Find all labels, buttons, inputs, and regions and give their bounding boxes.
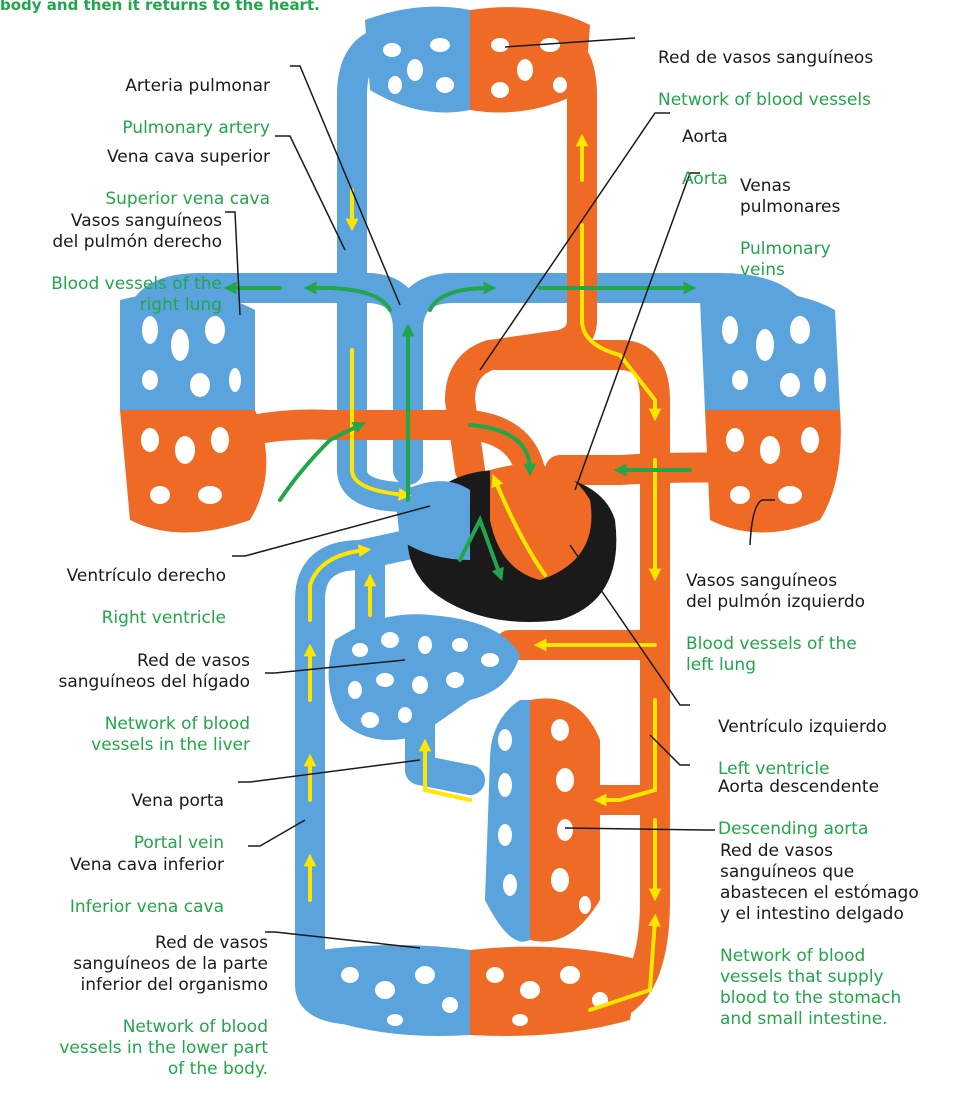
label-en: Pulmonary veins xyxy=(740,239,840,281)
label-es: Red de vasos sanguíneos xyxy=(658,48,873,69)
label-es: Vasos sanguíneos del pulmón izquierdo xyxy=(686,571,865,613)
bottom-capillary-network xyxy=(320,945,640,1036)
label-es: Vena cava inferior xyxy=(70,855,224,876)
label-right-lung-vessels: Vasos sanguíneos del pulmón derecho Bloo… xyxy=(51,190,222,337)
liver-network xyxy=(329,614,520,740)
label-en: Aorta xyxy=(682,169,728,190)
left-lung-network xyxy=(700,292,841,533)
label-es: Aorta xyxy=(682,127,728,148)
top-capillary-network xyxy=(365,7,590,113)
label-es: Red de vasos sanguíneos del hígado xyxy=(58,651,250,693)
label-en: Network of blood vessels that supply blo… xyxy=(720,946,919,1030)
label-pulmonary-veins: Venas pulmonares Pulmonary veins xyxy=(740,155,840,302)
label-es: Red de vasos sanguíneos que abastecen el… xyxy=(720,841,919,925)
label-es: Vena cava superior xyxy=(105,147,270,168)
label-en: Blood vessels of the right lung xyxy=(51,274,222,316)
label-en: Network of blood vessels in the liver xyxy=(58,714,250,756)
label-es: Ventrículo izquierdo xyxy=(718,717,887,738)
label-es: Vena porta xyxy=(131,791,224,812)
circulatory-diagram: body and then it returns to the heart. R… xyxy=(0,0,958,1042)
label-es: Venas pulmonares xyxy=(740,176,840,218)
label-left-lung-vessels: Vasos sanguíneos del pulmón izquierdo Bl… xyxy=(686,550,865,697)
label-aorta: Aorta Aorta xyxy=(682,106,728,211)
label-en: Blood vessels of the left lung xyxy=(686,634,865,676)
label-stomach-intestine-network: Red de vasos sanguíneos que abastecen el… xyxy=(720,820,919,1051)
label-lower-body-network: Red de vasos sanguíneos de la parte infe… xyxy=(59,912,268,1101)
label-en: Network of blood vessels in the lower pa… xyxy=(59,1017,268,1080)
label-es: Red de vasos sanguíneos de la parte infe… xyxy=(59,933,268,996)
label-es: Arteria pulmonar xyxy=(122,76,270,97)
heart xyxy=(395,464,616,622)
label-es: Vasos sanguíneos del pulmón derecho xyxy=(51,211,222,253)
label-es: Aorta descendente xyxy=(718,777,879,798)
label-liver-network: Red de vasos sanguíneos del hígado Netwo… xyxy=(58,630,250,777)
label-en: Right ventricle xyxy=(67,608,226,629)
label-es: Ventrículo derecho xyxy=(67,566,226,587)
caption-text: body and then it returns to the heart. xyxy=(0,0,320,14)
